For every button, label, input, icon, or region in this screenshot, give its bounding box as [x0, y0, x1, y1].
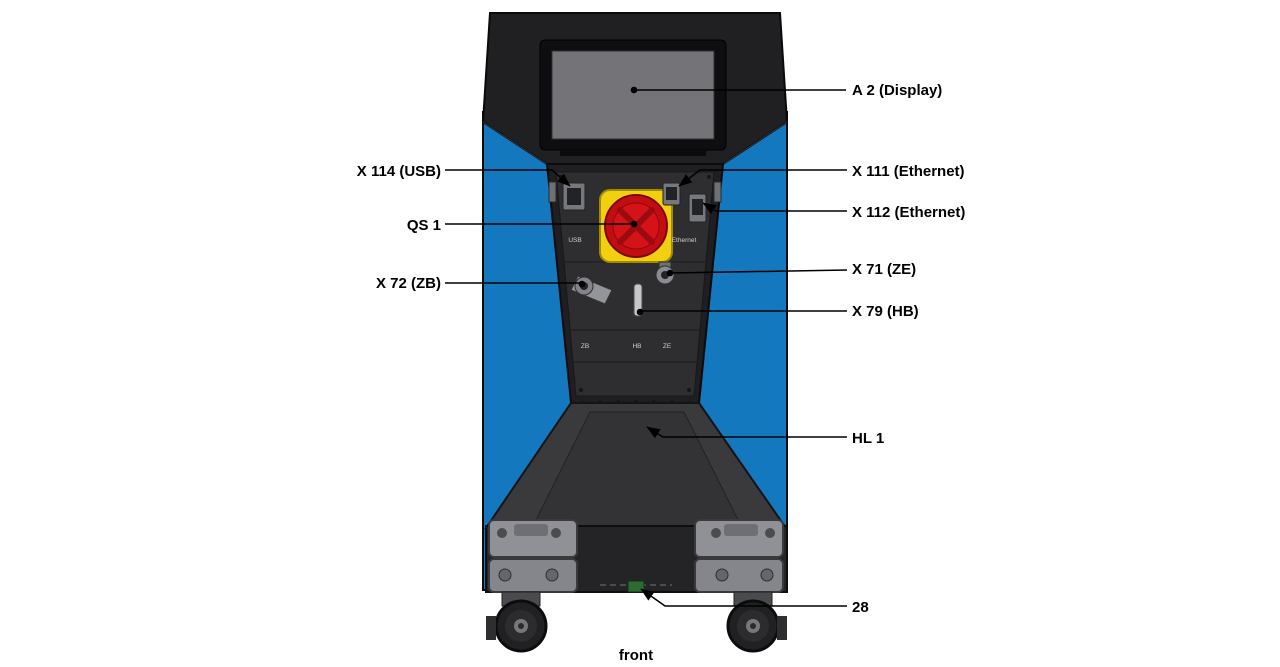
panel-markings-row: ZB HB ZE	[581, 343, 672, 350]
ze-marking: ZE	[663, 343, 672, 350]
leader-x112-ethernet	[702, 202, 847, 215]
zb-marking: ZB	[581, 343, 589, 350]
leader-x71-ze	[666, 269, 848, 277]
lower-chassis	[484, 402, 788, 529]
label-x71-ze: X 71 (ZE)	[852, 261, 916, 278]
usb-port-x114: USB	[562, 182, 586, 244]
leader-28	[640, 588, 847, 607]
ethernet-port-x111	[662, 182, 681, 206]
leader-x79-hb	[636, 308, 847, 316]
foot-left	[486, 616, 496, 640]
foot-right	[777, 616, 787, 640]
caster-left	[494, 591, 548, 653]
label-qs1: QS 1	[407, 217, 441, 234]
usb-marking: USB	[568, 237, 581, 244]
leader-hl1	[646, 426, 847, 439]
bottom-connector-28	[600, 580, 672, 593]
label-x111-ethernet: X 111 (Ethernet)	[852, 163, 965, 180]
label-a2-display: A 2 (Display)	[852, 82, 942, 99]
ethernet-marking: Ethernet	[672, 237, 697, 244]
caster-right	[726, 591, 780, 653]
leader-x114-usb	[445, 169, 571, 187]
connector-x79-hb	[633, 283, 643, 317]
label-x79-hb: X 79 (HB)	[852, 303, 919, 320]
leader-a2-display	[630, 86, 846, 94]
label-x112-ethernet: X 112 (Ethernet)	[852, 204, 965, 221]
leader-x72-zb	[445, 280, 586, 288]
label-x72-zb: X 72 (ZB)	[376, 275, 441, 292]
hb-marking: HB	[632, 343, 641, 350]
label-x114-usb: X 114 (USB)	[357, 163, 441, 180]
hinge-left	[488, 519, 578, 593]
label-hl1: HL 1	[852, 430, 884, 447]
caption-front: front	[619, 647, 653, 664]
leader-x111-ethernet	[678, 169, 847, 187]
hinge-right	[694, 519, 784, 593]
label-28: 28	[852, 599, 869, 616]
vent-edge	[581, 399, 691, 412]
leader-qs1	[445, 220, 638, 228]
display-a2	[539, 39, 727, 156]
